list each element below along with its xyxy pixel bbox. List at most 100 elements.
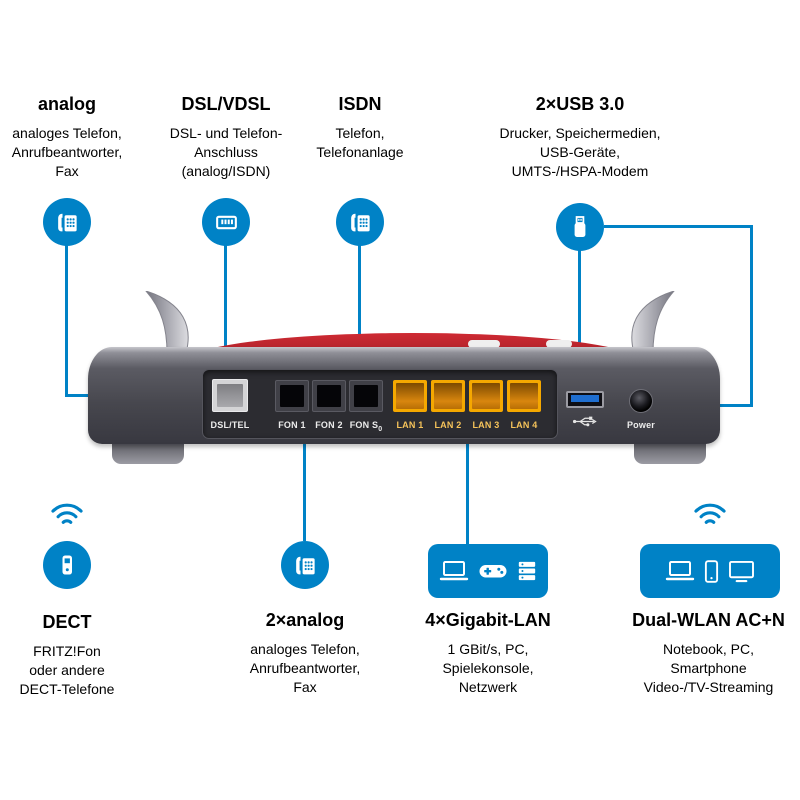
usb3-port (566, 391, 604, 408)
smartphone-icon (704, 559, 719, 583)
lan2-jack (434, 383, 462, 409)
analog2-badge (281, 541, 329, 589)
section-analog-title: analog (37, 94, 96, 114)
desc-line: DECT-Telefone (19, 681, 115, 697)
lan3-jack (472, 383, 500, 409)
lan3-port-label: LAN 3 (472, 420, 500, 430)
connector-lan-line (466, 442, 469, 544)
desc-line: 1 GBit/s, PC, (447, 641, 529, 657)
laptop-icon (439, 561, 469, 581)
section-dual-wlan: Dual-WLAN AC+N Notebook, PC, Smartphone … (617, 610, 800, 697)
connector-usb-side-line (604, 225, 753, 228)
lan2-port (431, 380, 465, 412)
dsl-tel-port-label: DSL/TEL (210, 420, 250, 430)
connector-fon-line (303, 442, 306, 541)
dect-badge (43, 541, 91, 589)
laptop-icon (665, 561, 695, 581)
section-dsl-title: DSL/VDSL (181, 94, 271, 114)
fon1-port-label: FON 1 (278, 420, 306, 430)
connector-analog-line (65, 394, 98, 397)
section-dsl-desc: DSL- und Telefon- Anschluss (analog/ISDN… (141, 124, 311, 181)
desc-line: Fax (55, 163, 79, 179)
wlan-radio-waves-icon (694, 503, 726, 524)
desc-line: analoges Telefon, (12, 125, 122, 141)
router-right-stand (631, 291, 675, 353)
fon1-jack (280, 385, 304, 407)
section-analog2: 2×analog analoges Telefon, Anrufbeantwor… (225, 610, 385, 697)
usb-badge (556, 203, 604, 251)
dsl-badge (202, 198, 250, 246)
desc-line: Anrufbeantworter, (249, 660, 361, 676)
desc-line: Telefon, (335, 125, 385, 141)
wlan-devices-badge (640, 544, 780, 598)
desc-line: Notebook, PC, (662, 641, 755, 657)
fon-s0-port-label: FON S0 (344, 420, 388, 433)
desc-line: USB-Geräte, (539, 144, 621, 160)
desc-line: oder andere (29, 662, 105, 678)
section-usb-desc: Drucker, Speichermedien, USB-Geräte, UMT… (455, 124, 705, 181)
usb-stick-icon (574, 216, 586, 237)
desc-line: Netzwerk (458, 679, 518, 695)
section-isdn: ISDN Telefon, Telefonanlage (292, 94, 428, 162)
router-left-foot (112, 441, 184, 464)
fon-s0-port (349, 380, 383, 412)
usb-tongue (571, 395, 599, 402)
desc-line: Smartphone (670, 660, 747, 676)
fon2-jack (317, 385, 341, 407)
desk-phone-icon (295, 556, 315, 574)
cordless-phone-icon (62, 555, 72, 575)
section-dect-desc: FRITZ!Fon oder andere DECT-Telefone (0, 642, 144, 699)
desc-line: UMTS-/HSPA-Modem (511, 163, 649, 179)
desc-line: DSL- und Telefon- (169, 125, 283, 141)
fon-s0-jack (354, 385, 378, 407)
router-top-button (546, 340, 572, 348)
lan4-port-label: LAN 4 (510, 420, 538, 430)
router-right-foot (634, 441, 706, 464)
section-gigabit-lan-title: 4×Gigabit-LAN (425, 610, 551, 630)
power-label: Power (626, 420, 655, 430)
connector-analog-line (65, 245, 68, 397)
fon-s0-label-text: FON S (349, 420, 379, 430)
desk-phone-icon (350, 213, 370, 231)
desc-line: Telefonanlage (316, 144, 404, 160)
dsl-tel-jack (217, 384, 243, 407)
isdn-badge (336, 198, 384, 246)
section-usb: 2×USB 3.0 Drucker, Speichermedien, USB-G… (455, 94, 705, 181)
section-analog2-title: 2×analog (265, 610, 345, 630)
section-analog2-desc: analoges Telefon, Anrufbeantworter, Fax (225, 640, 385, 697)
section-dsl: DSL/VDSL DSL- und Telefon- Anschluss (an… (141, 94, 311, 181)
section-dect-title: DECT (42, 612, 92, 632)
connector-dsl-line (224, 245, 227, 387)
lan4-port (507, 380, 541, 412)
lan-devices-badge (428, 544, 548, 598)
router-left-stand (144, 291, 189, 353)
section-gigabit-lan-desc: 1 GBit/s, PC, Spielekonsole, Netzwerk (398, 640, 578, 697)
lan3-port (469, 380, 503, 412)
lan4-jack (510, 383, 538, 409)
section-usb-title: 2×USB 3.0 (535, 94, 625, 114)
analog-badge (43, 198, 91, 246)
desk-phone-icon (57, 213, 77, 231)
network-server-icon (518, 561, 536, 581)
fon-s0-label-sub: 0 (378, 425, 383, 433)
desc-line: analoges Telefon, (250, 641, 360, 657)
desc-line: FRITZ!Fon (33, 643, 101, 659)
desc-line: Fax (293, 679, 317, 695)
section-dual-wlan-desc: Notebook, PC, Smartphone Video-/TV-Strea… (617, 640, 800, 697)
section-dect: DECT FRITZ!Fon oder andere DECT-Telefone (0, 612, 144, 699)
gamepad-icon (479, 565, 507, 578)
section-dual-wlan-title: Dual-WLAN AC+N (632, 610, 785, 630)
dsl-connector-icon (215, 215, 237, 229)
fon1-port (275, 380, 309, 412)
lan2-port-label: LAN 2 (434, 420, 462, 430)
dect-radio-waves-icon (51, 503, 83, 524)
router-top-button (468, 340, 500, 348)
connector-usb-line (578, 250, 581, 387)
section-isdn-title: ISDN (338, 94, 382, 114)
lan1-port-label: LAN 1 (396, 420, 424, 430)
desc-line: Video-/TV-Streaming (643, 679, 774, 695)
section-isdn-desc: Telefon, Telefonanlage (292, 124, 428, 162)
section-analog: analog analoges Telefon, Anrufbeantworte… (0, 94, 142, 181)
tv-icon (729, 560, 754, 582)
